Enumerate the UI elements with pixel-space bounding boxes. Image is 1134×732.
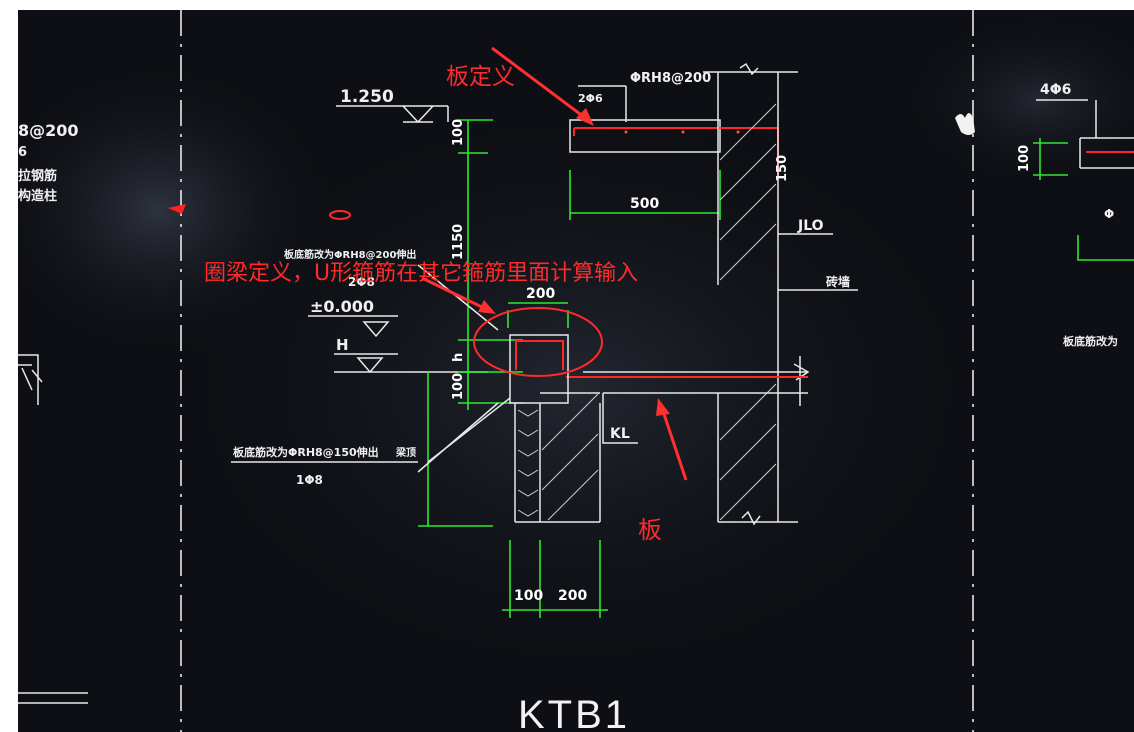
dim-200-base: 200 [558, 588, 587, 604]
kl-label: KL [610, 426, 630, 442]
rebar-top-label: ΦRH8@200 [630, 71, 711, 86]
dim-1150: 1150 [451, 224, 466, 260]
dim-100-top: 100 [451, 119, 466, 146]
annotation-slab: 板 [638, 516, 662, 544]
right-slab-outline [1079, 100, 1134, 169]
slab-note: 板底筋改为ΦRH8@150伸出 [233, 445, 379, 459]
brick-label: 砖墙 [826, 274, 850, 289]
dim-chain-vertical [458, 119, 523, 410]
right-partial-text: Φ [1104, 207, 1114, 221]
ring-beam-stirrup [515, 340, 564, 370]
red-ellipse-mark [329, 210, 351, 220]
annotation-ring-beam-definition: 圈梁定义，U形箍筋在其它箍筋里面计算输入 [204, 261, 638, 286]
rebar-top-leader [578, 85, 627, 122]
rebar-top-sub: 2Φ6 [578, 92, 603, 105]
rebar-dot [681, 130, 685, 134]
left-line4-text: 构造柱 [18, 188, 57, 204]
dim-h: h [451, 353, 466, 362]
ring-beam-outline [509, 334, 569, 404]
left-line2-text: 6 [18, 145, 27, 160]
lower-wall-hatch [541, 393, 599, 521]
slab-sub: 1Φ8 [296, 473, 323, 487]
dim-100-base: 100 [514, 588, 543, 604]
main-section: 1.250 ±0.000 H 100 1150 h 100 ΦRH8@200 2… [231, 62, 858, 732]
right-note-text: 板底筋改为 [1063, 334, 1118, 348]
elevation-top-text: 1.250 [340, 87, 394, 107]
right-rebar-text: 4Φ6 [1040, 82, 1071, 98]
top-slab-outline [569, 119, 721, 153]
jlo-label: JLO [797, 218, 824, 234]
ring-beam-note: 板底筋改为ΦRH8@200伸出 [284, 248, 416, 261]
floor-slab-outline [583, 371, 808, 394]
left-line3-text: 拉钢筋 [18, 168, 57, 184]
arrow-head [576, 108, 594, 126]
arrow-slab-definition-icon [491, 46, 589, 122]
elevation-zero-text: ±0.000 [310, 297, 374, 316]
wall-break-bottom [718, 510, 798, 526]
elevation-top-symbol [336, 105, 448, 124]
slab-note-suffix: 梁顶 [395, 446, 416, 459]
slope-lines [417, 397, 511, 473]
right-partial-drawing: 4Φ6 100 Φ 板底筋改为 [955, 82, 1134, 348]
drawing-title: KTB1 [518, 693, 630, 732]
elevation-zero-symbol [308, 315, 398, 338]
dim-500: 500 [630, 196, 659, 212]
dim-200-top: 200 [526, 286, 555, 302]
rebar-dot [736, 130, 740, 134]
left-edge-outline [18, 354, 39, 405]
annotations: 板定义 圈梁定义，U形箍筋在其它箍筋里面计算输入 板 [204, 46, 688, 544]
insulation-pattern [517, 409, 539, 517]
ring-beam-highlight-ellipse [473, 307, 603, 377]
dim-base-lines [502, 540, 608, 618]
arrow-head [478, 300, 496, 314]
left-red-arrow-icon [168, 204, 186, 214]
cad-drawing-photo: 8@200 6 拉钢筋 构造柱 4Φ6 100 Φ 板底筋改为 1.250 ±0… [18, 10, 1134, 732]
right-dim-text: 100 [1017, 145, 1032, 172]
dim-200-top-lines [507, 302, 569, 328]
arrow-slab-icon [660, 407, 688, 481]
lower-wall-outline [514, 392, 601, 523]
left-edge-symbol [18, 364, 43, 391]
dim-500-lines [569, 170, 721, 220]
arrow-head [656, 398, 670, 416]
left-rebar-text: 8@200 [18, 121, 79, 140]
dim-chain-lower [418, 372, 493, 527]
glare-right [898, 10, 1134, 190]
kl-outline [602, 393, 638, 444]
right-dim-lines2 [1077, 235, 1134, 261]
elevation-h-text: H [336, 336, 349, 354]
rebar-dot [624, 130, 628, 134]
left-partial-drawing: 8@200 6 拉钢筋 构造柱 [18, 121, 351, 704]
ring-beam-sub: 2Φ8 [348, 275, 375, 289]
glare-center [158, 90, 998, 690]
wall-break-top [703, 62, 798, 76]
arrow-ring-beam-icon [421, 276, 489, 312]
cad-canvas: 8@200 6 拉钢筋 构造柱 4Φ6 100 Φ 板底筋改为 1.250 ±0… [18, 10, 1134, 732]
hand-cursor-icon [955, 113, 975, 135]
wall-outline [717, 72, 779, 522]
ring-beam-leader [417, 264, 499, 331]
annotation-slab-definition: 板定义 [446, 64, 515, 90]
right-dim-lines [1033, 138, 1068, 180]
dim-100-bottom: 100 [451, 373, 466, 400]
